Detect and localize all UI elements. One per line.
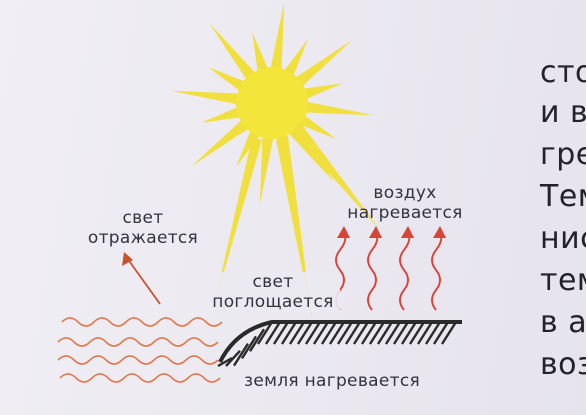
ground-heated-label: земля нагревается	[243, 371, 420, 391]
light-reflected-line-1: свет	[122, 208, 164, 228]
ground-hatch-line	[312, 321, 330, 345]
ground-hatch-line	[320, 321, 338, 345]
ground-hatch-line	[416, 321, 434, 345]
ground-hatch-line	[296, 321, 314, 345]
ground-hatch-line	[264, 321, 282, 345]
ground-hatch-line	[392, 321, 410, 345]
ground-hatch-line	[232, 342, 250, 367]
light-reflected-label: свет отражается	[78, 208, 208, 248]
ground-hatch-line	[384, 321, 402, 345]
ground-hatch-line	[432, 321, 450, 345]
air-heated-label: воздух нагревается	[330, 183, 480, 223]
light-absorbed-line-2: поглощается	[212, 292, 334, 312]
water-waves	[57, 317, 223, 383]
body-text-line-3: гре	[540, 137, 586, 172]
ground-hatch-line	[225, 349, 241, 367]
body-text-line-8: воз	[540, 347, 586, 382]
heat-arrowheads	[337, 226, 446, 238]
ground-hatch-line	[248, 328, 266, 352]
rising-heat-waves	[335, 231, 443, 311]
light-reflected-line-2: отражается	[87, 228, 199, 248]
ground-hatch-line	[368, 321, 386, 345]
ground-hatch-line	[336, 321, 354, 345]
body-text-line-1: сто	[540, 55, 586, 90]
ground-hatch-line	[376, 321, 394, 345]
body-text-line-6: тем	[540, 263, 586, 298]
ground-hatch-line	[304, 321, 322, 345]
body-text-line-4: Тем	[540, 179, 586, 214]
ground-hatch-line	[424, 321, 442, 345]
ground-hatch-line	[400, 321, 418, 345]
ground-hatch-line	[272, 321, 290, 345]
ground-hatch-line	[288, 321, 306, 345]
sun-long-ray	[214, 138, 262, 306]
ground-hatch-line	[328, 321, 346, 345]
reflected-light-arrow	[122, 252, 161, 305]
ground-hatch-line	[344, 321, 362, 345]
air-heated-line-2: нагревается	[347, 203, 463, 223]
sun-icon	[170, 1, 374, 205]
ground-surface	[217, 320, 462, 368]
ground-hatch-line	[256, 321, 274, 345]
body-text-line-5: нис	[540, 221, 586, 256]
ground-hatch-line	[440, 321, 458, 345]
air-heated-line-1: воздух	[373, 183, 437, 203]
ground-hatch-line	[280, 321, 298, 345]
ground-hatch-line	[240, 335, 258, 360]
light-absorbed-label: свет поглощается	[206, 272, 340, 312]
ground-hatch-line	[360, 321, 378, 345]
ground-hatch-line	[217, 356, 233, 368]
sun-core	[236, 67, 308, 139]
sun-long-ray	[292, 122, 380, 230]
body-text-line-7: в а	[540, 305, 586, 340]
ground-hatch-line	[408, 321, 426, 345]
body-text-line-2: и в	[540, 95, 586, 130]
ground-hatch-line	[352, 321, 370, 345]
light-absorbed-line-1: свет	[252, 272, 294, 292]
